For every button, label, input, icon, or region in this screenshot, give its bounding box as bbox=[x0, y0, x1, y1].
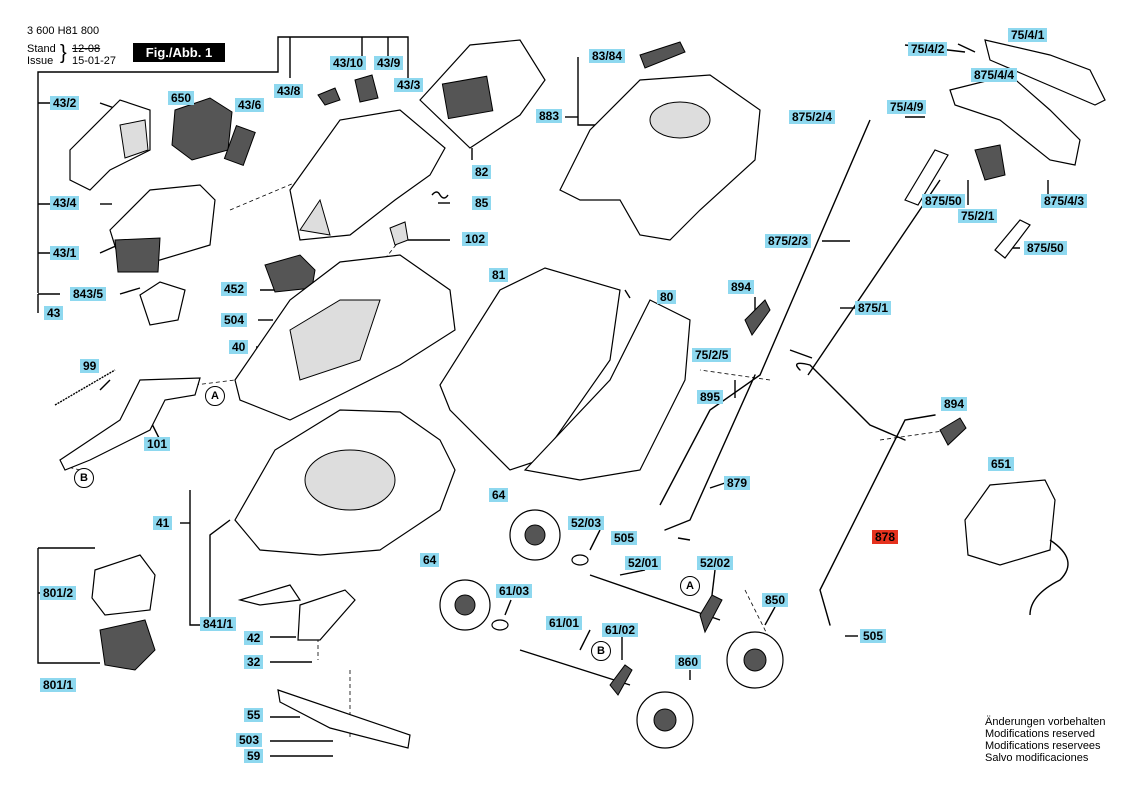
part-label-875-2-4: 875/2/4 bbox=[789, 110, 836, 124]
part-label-52-02: 52/02 bbox=[697, 556, 734, 570]
part-label-43-8: 43/8 bbox=[274, 84, 304, 98]
part-label-841-1: 841/1 bbox=[200, 617, 237, 631]
part-label-101: 101 bbox=[144, 437, 171, 451]
part-label-82: 82 bbox=[472, 165, 492, 179]
brace-glyph: } bbox=[60, 42, 67, 64]
part-label-503: 503 bbox=[236, 733, 263, 747]
part-label-102: 102 bbox=[462, 232, 489, 246]
part-label-61-03: 61/03 bbox=[496, 584, 533, 598]
callout-b-left: B bbox=[74, 468, 94, 488]
part-label-878-highlighted: 878 bbox=[872, 530, 899, 544]
part-label-43-10: 43/10 bbox=[330, 56, 367, 70]
part-label-61-01: 61/01 bbox=[546, 616, 583, 630]
part-label-505-lower: 505 bbox=[860, 629, 887, 643]
part-label-43-3: 43/3 bbox=[394, 78, 424, 92]
part-label-64-lower: 64 bbox=[420, 553, 440, 567]
note-line-en: Modifications reserved bbox=[985, 728, 1096, 740]
part-label-43: 43 bbox=[44, 306, 64, 320]
part-label-650: 650 bbox=[168, 91, 195, 105]
part-label-43-6: 43/6 bbox=[235, 98, 265, 112]
part-label-875-4-4: 875/4/4 bbox=[971, 68, 1018, 82]
part-label-843-5: 843/5 bbox=[70, 287, 107, 301]
part-label-59: 59 bbox=[244, 749, 264, 763]
part-label-879: 879 bbox=[724, 476, 751, 490]
part-label-81: 81 bbox=[489, 268, 509, 282]
part-label-55: 55 bbox=[244, 708, 264, 722]
part-label-43-4: 43/4 bbox=[50, 196, 80, 210]
part-label-99: 99 bbox=[80, 359, 100, 373]
issue-date: 15-01-27 bbox=[72, 55, 117, 67]
part-label-64-upper: 64 bbox=[489, 488, 509, 502]
part-label-75-2-1: 75/2/1 bbox=[958, 209, 998, 223]
note-line-fr: Modifications reservees bbox=[985, 740, 1101, 752]
part-label-860: 860 bbox=[675, 655, 702, 669]
stand-label: Stand bbox=[27, 43, 56, 55]
part-label-41: 41 bbox=[153, 516, 173, 530]
issue-label: Issue bbox=[27, 55, 54, 67]
part-label-505-upper: 505 bbox=[611, 531, 638, 545]
part-label-801-2: 801/2 bbox=[40, 586, 77, 600]
note-line-de: Änderungen vorbehalten bbox=[985, 716, 1106, 728]
part-label-75-4-1: 75/4/1 bbox=[1008, 28, 1048, 42]
callout-b-right: B bbox=[591, 641, 611, 661]
part-label-875-50-upper: 875/50 bbox=[922, 194, 965, 208]
part-label-75-4-2: 75/4/2 bbox=[908, 42, 948, 56]
part-label-875-2-3: 875/2/3 bbox=[765, 234, 812, 248]
part-label-875-4-3: 875/4/3 bbox=[1041, 194, 1088, 208]
part-label-32: 32 bbox=[244, 655, 264, 669]
part-label-85: 85 bbox=[472, 196, 492, 210]
part-label-875-1: 875/1 bbox=[855, 301, 892, 315]
document-number: 3 600 H81 800 bbox=[27, 25, 100, 37]
part-label-452: 452 bbox=[221, 282, 248, 296]
part-label-40: 40 bbox=[229, 340, 249, 354]
part-label-75-4-9: 75/4/9 bbox=[887, 100, 927, 114]
part-label-42: 42 bbox=[244, 631, 264, 645]
part-label-894-lower: 894 bbox=[941, 397, 968, 411]
part-label-895: 895 bbox=[697, 390, 724, 404]
part-label-80: 80 bbox=[657, 290, 677, 304]
part-label-43-2: 43/2 bbox=[50, 96, 80, 110]
part-label-875-50-lower: 875/50 bbox=[1024, 241, 1067, 255]
part-label-75-2-5: 75/2/5 bbox=[692, 348, 732, 362]
figure-label: Fig./Abb. 1 bbox=[133, 43, 225, 62]
modifications-note: Änderungen vorbehalten Modifications res… bbox=[985, 716, 1105, 764]
callout-a-right: A bbox=[680, 576, 700, 596]
callout-a-left: A bbox=[205, 386, 225, 406]
part-label-61-02: 61/02 bbox=[602, 623, 639, 637]
note-line-es: Salvo modificaciones bbox=[985, 752, 1089, 764]
part-label-883: 883 bbox=[536, 109, 563, 123]
part-label-52-01: 52/01 bbox=[625, 556, 662, 570]
part-label-894-upper: 894 bbox=[728, 280, 755, 294]
part-label-43-1: 43/1 bbox=[50, 246, 80, 260]
old-date: 12-08 bbox=[72, 43, 101, 55]
part-label-504: 504 bbox=[221, 313, 248, 327]
part-label-651: 651 bbox=[988, 457, 1015, 471]
part-label-83-84: 83/84 bbox=[589, 49, 626, 63]
part-label-801-1: 801/1 bbox=[40, 678, 77, 692]
part-label-850: 850 bbox=[762, 593, 789, 607]
part-label-52-03: 52/03 bbox=[568, 516, 605, 530]
part-label-43-9: 43/9 bbox=[374, 56, 404, 70]
